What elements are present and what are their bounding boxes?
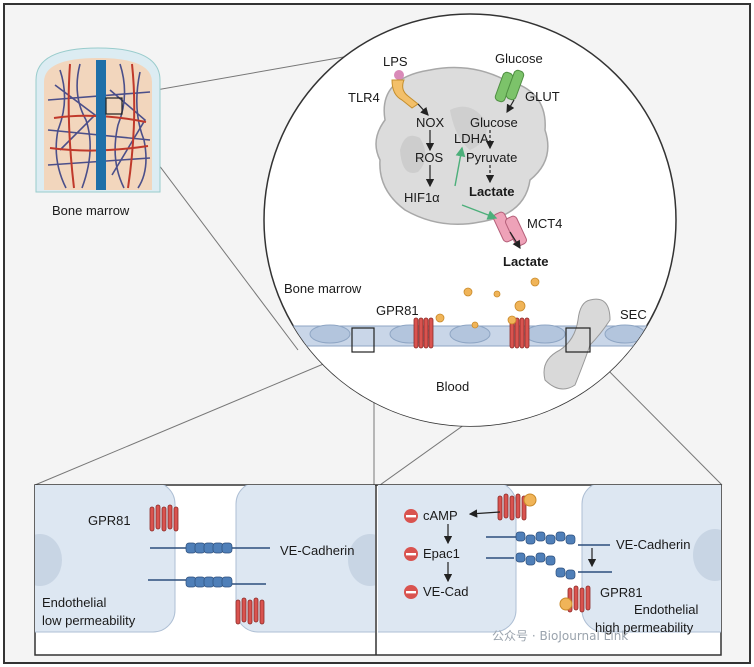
hif1a-label: HIF1α [404,190,440,205]
glut-transporter [494,69,525,103]
endothelial-high-line1: Endothelial [634,602,698,617]
bone-marrow-tissue [35,47,161,193]
ros-label: ROS [415,150,444,165]
ve-cadherin-left-label: VE-Cadherin [280,543,354,558]
ve-cad-label: VE-Cad [423,584,469,599]
tlr4-label: TLR4 [348,90,380,105]
lps-label: LPS [383,54,408,69]
bone-marrow-circle-label: Bone marrow [284,281,362,296]
sec-label: SEC [620,307,647,322]
pyruvate-label: Pyruvate [466,150,517,165]
nox-label: NOX [416,115,445,130]
endothelial-lining [264,324,676,347]
gpr81-left-label: GPR81 [88,513,131,528]
glut-label: GLUT [525,89,560,104]
lactate-outside-label: Lactate [503,254,549,269]
gpr81-top-label: GPR81 [376,303,419,318]
mct4-transporter [493,211,527,247]
lactate-particles [435,277,540,329]
camp-label: cAMP [423,508,458,523]
bone-marrow-tissue-label: Bone marrow [52,203,130,218]
blood-label: Blood [436,379,469,394]
tlr4-receptor [391,70,419,109]
endothelial-high-line2: high permeability [595,620,694,635]
gpr81-receptor-top-left [413,317,434,349]
glucose-inside-label: Glucose [470,115,518,130]
inhibition-markers [404,509,418,599]
gpr81-right-label: GPR81 [600,585,643,600]
endothelial-low-line2: low permeability [42,613,136,628]
endothelial-low-line1: Endothelial [42,595,106,610]
glucose-outside-label: Glucose [495,51,543,66]
epac1-label: Epac1 [423,546,460,561]
migrating-cell [543,298,611,390]
watermark: 公众号 · BioJournal Link [492,629,628,643]
mct4-label: MCT4 [527,216,562,231]
lactate-inside-label: Lactate [469,184,515,199]
panel-low-permeability [35,485,375,633]
macrophage-cell [375,66,549,225]
zoom-box-right [565,327,591,353]
ldha-label: LDHA [454,131,489,146]
ve-cadherin-right-label: VE-Cadherin [616,537,690,552]
gpr81-receptor-top-right [509,317,530,349]
zoom-box-left [351,327,375,353]
